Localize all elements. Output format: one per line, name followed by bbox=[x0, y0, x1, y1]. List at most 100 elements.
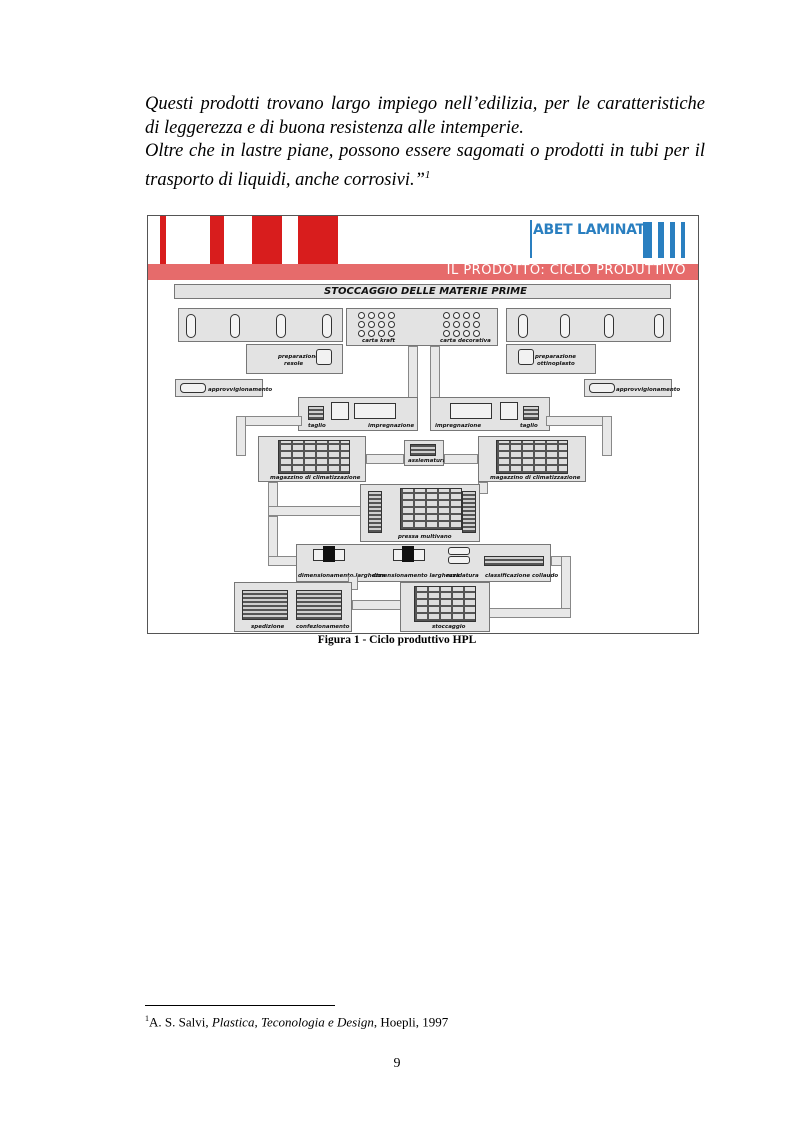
tank-icon bbox=[560, 314, 570, 338]
supply-tank-icon bbox=[589, 383, 615, 393]
label-assiematura: assiematura bbox=[408, 458, 447, 464]
banner-title: IL PRODOTTO: CICLO PRODUTTIVO bbox=[446, 263, 686, 278]
label-magazzino-right: magazzino di climatizzazione bbox=[490, 475, 581, 481]
label-carta-decorativa: carta decorativa bbox=[440, 338, 491, 344]
page-number: 9 bbox=[393, 1056, 401, 1071]
tank-icon bbox=[186, 314, 196, 338]
footnote-reference[interactable]: 1 bbox=[424, 168, 431, 181]
logo-bar bbox=[670, 222, 675, 258]
label-prep-resin: preparazione bbox=[278, 354, 319, 360]
mixer-icon bbox=[316, 349, 332, 365]
assembly-icon bbox=[410, 444, 436, 456]
paper-roll-icon bbox=[388, 330, 395, 337]
label-prep-melamine: ottinoplasto bbox=[537, 361, 575, 367]
sander-icon bbox=[448, 556, 470, 564]
label-spedizione: spedizione bbox=[251, 624, 285, 630]
label-pressa: pressa multivano bbox=[398, 534, 452, 540]
paper-roll-icon bbox=[358, 321, 365, 328]
label-taglio-left: taglio bbox=[308, 423, 326, 429]
paragraph-line: Questi prodotti trovano largo impiego ne… bbox=[145, 94, 705, 114]
paragraph-line: di leggerezza e di buona resistenza alle… bbox=[145, 117, 524, 138]
paper-roll-icon bbox=[368, 321, 375, 328]
paper-roll-icon bbox=[378, 330, 385, 337]
paper-roll-icon bbox=[473, 330, 480, 337]
footnote-divider bbox=[145, 1005, 335, 1006]
paper-roll-icon bbox=[388, 312, 395, 319]
paper-roll-icon bbox=[443, 321, 450, 328]
paper-roll-icon bbox=[443, 312, 450, 319]
company-logo: ABET LAMINATI bbox=[533, 222, 650, 238]
paper-roll-icon bbox=[453, 321, 460, 328]
logo-bar bbox=[658, 222, 664, 258]
tank-icon bbox=[276, 314, 286, 338]
paper-roll-icon bbox=[368, 330, 375, 337]
footnote-title: Plastica, Teconologia e Design bbox=[211, 1014, 374, 1030]
storage-rack-icon bbox=[414, 586, 476, 622]
press-icon bbox=[400, 488, 462, 530]
trimmer-icon bbox=[323, 546, 335, 562]
label-ruvidatura: ruvidatura bbox=[446, 573, 479, 579]
red-stripe bbox=[210, 216, 224, 264]
pipe bbox=[366, 454, 404, 464]
impregnator-icon bbox=[450, 403, 492, 419]
paper-roll-icon bbox=[473, 312, 480, 319]
label-prep-melamine: preparazione bbox=[535, 354, 576, 360]
paper-roll-icon bbox=[453, 330, 460, 337]
label-magazzino-left: magazzino di climatizzazione bbox=[270, 475, 361, 481]
pipe bbox=[430, 346, 440, 401]
sander-icon bbox=[448, 547, 470, 555]
paper-roll-icon bbox=[368, 312, 375, 319]
banner-band bbox=[148, 264, 698, 280]
inspection-table-icon bbox=[484, 556, 544, 566]
paper-roll-icon bbox=[388, 321, 395, 328]
logo-bar bbox=[681, 222, 685, 258]
paper-roll-icon bbox=[378, 312, 385, 319]
pipe bbox=[236, 416, 246, 456]
logo-rule bbox=[530, 220, 532, 258]
red-stripe bbox=[160, 216, 166, 264]
pipe bbox=[268, 506, 363, 516]
figure-production-cycle: ABET LAMINATI IL PRODOTTO: CICLO PRODUTT… bbox=[147, 215, 699, 634]
pipe bbox=[444, 454, 478, 464]
label-approv-left: approvvigionamento bbox=[208, 387, 273, 393]
mixer-icon bbox=[518, 349, 534, 365]
footnote-publisher: , Hoepli, 1997 bbox=[373, 1014, 449, 1030]
footnote: 1A. S. Salvi, Plastica, Teconologia e De… bbox=[145, 1014, 448, 1030]
paper-roll-icon bbox=[443, 330, 450, 337]
label-prep-resin: resole bbox=[284, 361, 304, 367]
figure-caption: Figura 1 - Ciclo produttivo HPL bbox=[317, 634, 477, 646]
paper-roll-icon bbox=[463, 330, 470, 337]
tank-icon bbox=[322, 314, 332, 338]
label-stoccaggio: stoccaggio bbox=[432, 624, 466, 630]
tank-box-right bbox=[506, 308, 671, 342]
paper-roll-icon bbox=[473, 321, 480, 328]
label-classificazione: classificazione collaudo bbox=[485, 573, 559, 579]
warehouse-rack-icon bbox=[278, 440, 350, 474]
pipe bbox=[488, 608, 571, 618]
footnote-number: 1 bbox=[145, 1014, 149, 1023]
label-carta-kraft: carta kraft bbox=[362, 338, 396, 344]
paper-roll-icon bbox=[358, 330, 365, 337]
pipe bbox=[352, 600, 402, 610]
label-approv-right: approvvigionamento bbox=[616, 387, 681, 393]
paragraph-line: trasporto di liquidi, anche corrosivi.”1 bbox=[145, 164, 705, 193]
label-dim-2: dimensionamento larghezza bbox=[372, 573, 460, 579]
paper-roll-icon bbox=[358, 312, 365, 319]
tank-icon bbox=[230, 314, 240, 338]
supply-tank-icon bbox=[180, 383, 206, 393]
paper-roll-icon bbox=[378, 321, 385, 328]
label-confezionamento: confezionamento bbox=[296, 624, 350, 630]
paper-roll-icon bbox=[463, 312, 470, 319]
storage-header-box bbox=[174, 284, 671, 299]
paragraph-line: Oltre che in lastre piane, possono esser… bbox=[145, 141, 705, 161]
storage-header: STOCCAGGIO DELLE MATERIE PRIME bbox=[324, 286, 527, 297]
paper-roll-icon bbox=[463, 321, 470, 328]
paragraph-line-text: trasporto di liquidi, anche corrosivi.” bbox=[145, 169, 425, 190]
cutter-icon bbox=[308, 406, 324, 420]
press-stack-icon bbox=[462, 491, 476, 533]
impregnator-icon bbox=[500, 402, 518, 420]
tank-icon bbox=[518, 314, 528, 338]
red-stripe bbox=[298, 216, 338, 264]
cutter-icon bbox=[523, 406, 539, 420]
red-stripe bbox=[252, 216, 282, 264]
